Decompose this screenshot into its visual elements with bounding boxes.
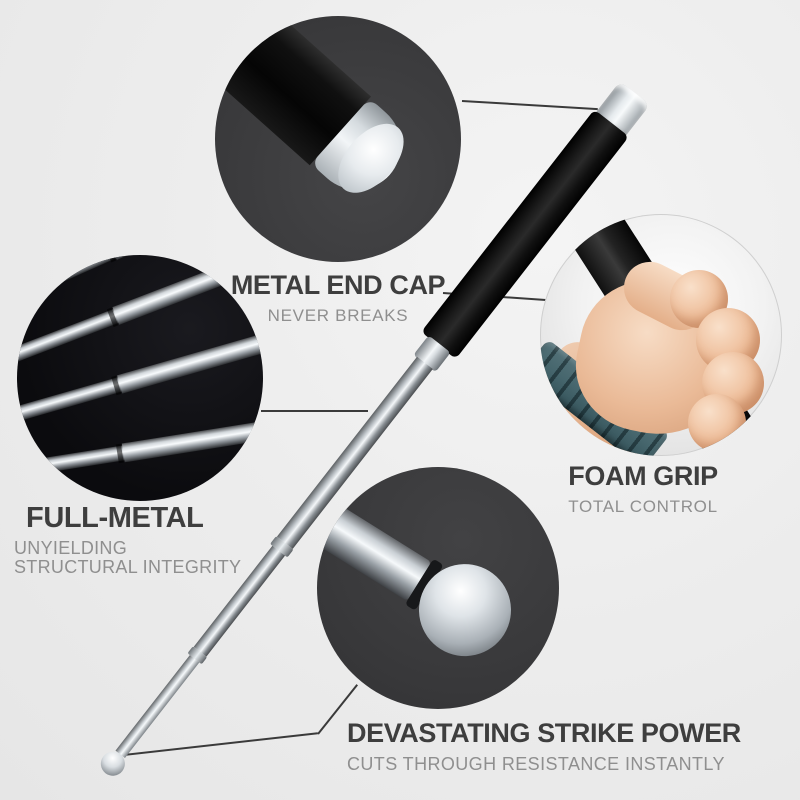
endcap-closeup-photo [215,16,461,262]
callout-title: METAL END CAP [230,270,446,300]
callout-metal-end-cap: METAL END CAP NEVER BREAKS [212,270,464,326]
callout-title: FOAM GRIP [568,461,718,491]
foam-grip-hand-photo [540,214,782,456]
finger [688,394,746,452]
strike-tip-assembly [317,467,546,686]
callout-title: FULL-METAL [26,502,204,534]
endcap-closeup-handle [215,16,422,211]
callout-title: DEVASTATING STRIKE POWER [347,718,741,748]
callout-subtitle: TOTAL CONTROL [568,497,718,516]
baton-tube-section-3 [115,655,200,758]
leader-line-endcap-circle-to-cap [461,100,598,111]
callout-strike-power: DEVASTATING STRIKE POWER CUTS THROUGH RE… [347,718,787,774]
strike-tip-closeup-photo [317,467,559,709]
callout-subtitle: UNYIELDING STRUCTURAL INTEGRITY [14,538,242,577]
fullmetal-rods-photo [17,255,263,501]
callout-full-metal: FULL-METAL UNYIELDING STRUCTURAL INTEGRI… [14,503,248,577]
callout-foam-grip: FOAM GRIP TOTAL CONTROL [523,461,763,517]
telescopic-rod [17,418,263,482]
leader-line-fullmetal-circle-to-shaft [261,410,368,412]
callout-subtitle: NEVER BREAKS [267,306,409,325]
callout-subtitle: CUTS THROUGH RESISTANCE INSTANTLY [347,754,725,774]
